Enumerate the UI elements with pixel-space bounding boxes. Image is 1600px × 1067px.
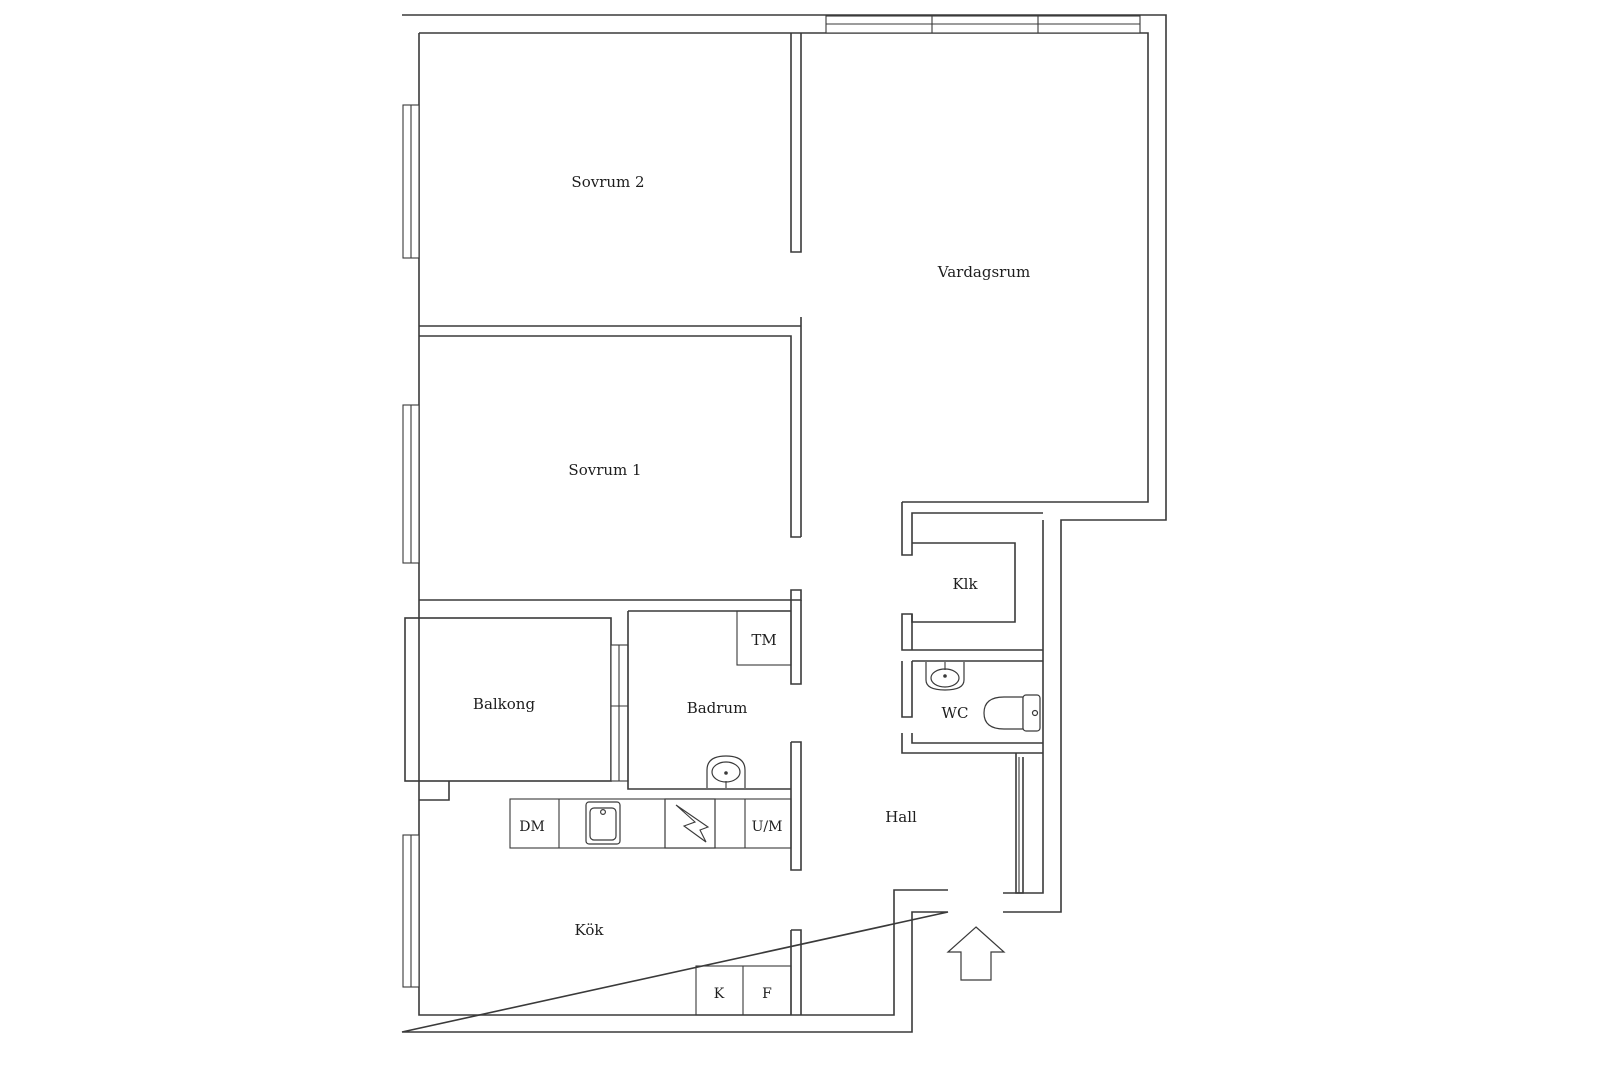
wc-washbasin-icon	[925, 662, 965, 691]
outer-wall	[401, 14, 1167, 1033]
label-hall: Hall	[885, 808, 917, 826]
room-sovrum-1-walls	[419, 589, 802, 685]
label-sovrum-2: Sovrum 2	[571, 173, 644, 191]
label-k: K	[714, 986, 725, 1002]
toilet-icon	[983, 694, 1041, 732]
label-dm: DM	[519, 819, 545, 835]
windows	[402, 15, 1141, 988]
label-tm: TM	[751, 631, 776, 649]
room-klk-wc	[901, 502, 1043, 894]
stove-icon	[664, 798, 716, 849]
kitchen-sink-icon	[585, 801, 621, 845]
label-sovrum-1: Sovrum 1	[568, 461, 641, 479]
room-kok	[419, 781, 802, 1016]
washbasin-icon	[706, 755, 746, 788]
label-f: F	[762, 986, 772, 1002]
label-vardagsrum: Vardagsrum	[937, 263, 1030, 281]
label-kok: Kök	[575, 921, 605, 939]
entrance-arrow-icon	[946, 926, 1006, 981]
label-balkong: Balkong	[473, 695, 536, 713]
label-badrum: Badrum	[687, 699, 748, 717]
label-um: U/M	[752, 819, 783, 835]
room-balkong	[404, 617, 629, 782]
room-sovrum-2	[419, 33, 802, 538]
label-wc: WC	[942, 704, 969, 722]
label-klk: Klk	[952, 575, 978, 593]
